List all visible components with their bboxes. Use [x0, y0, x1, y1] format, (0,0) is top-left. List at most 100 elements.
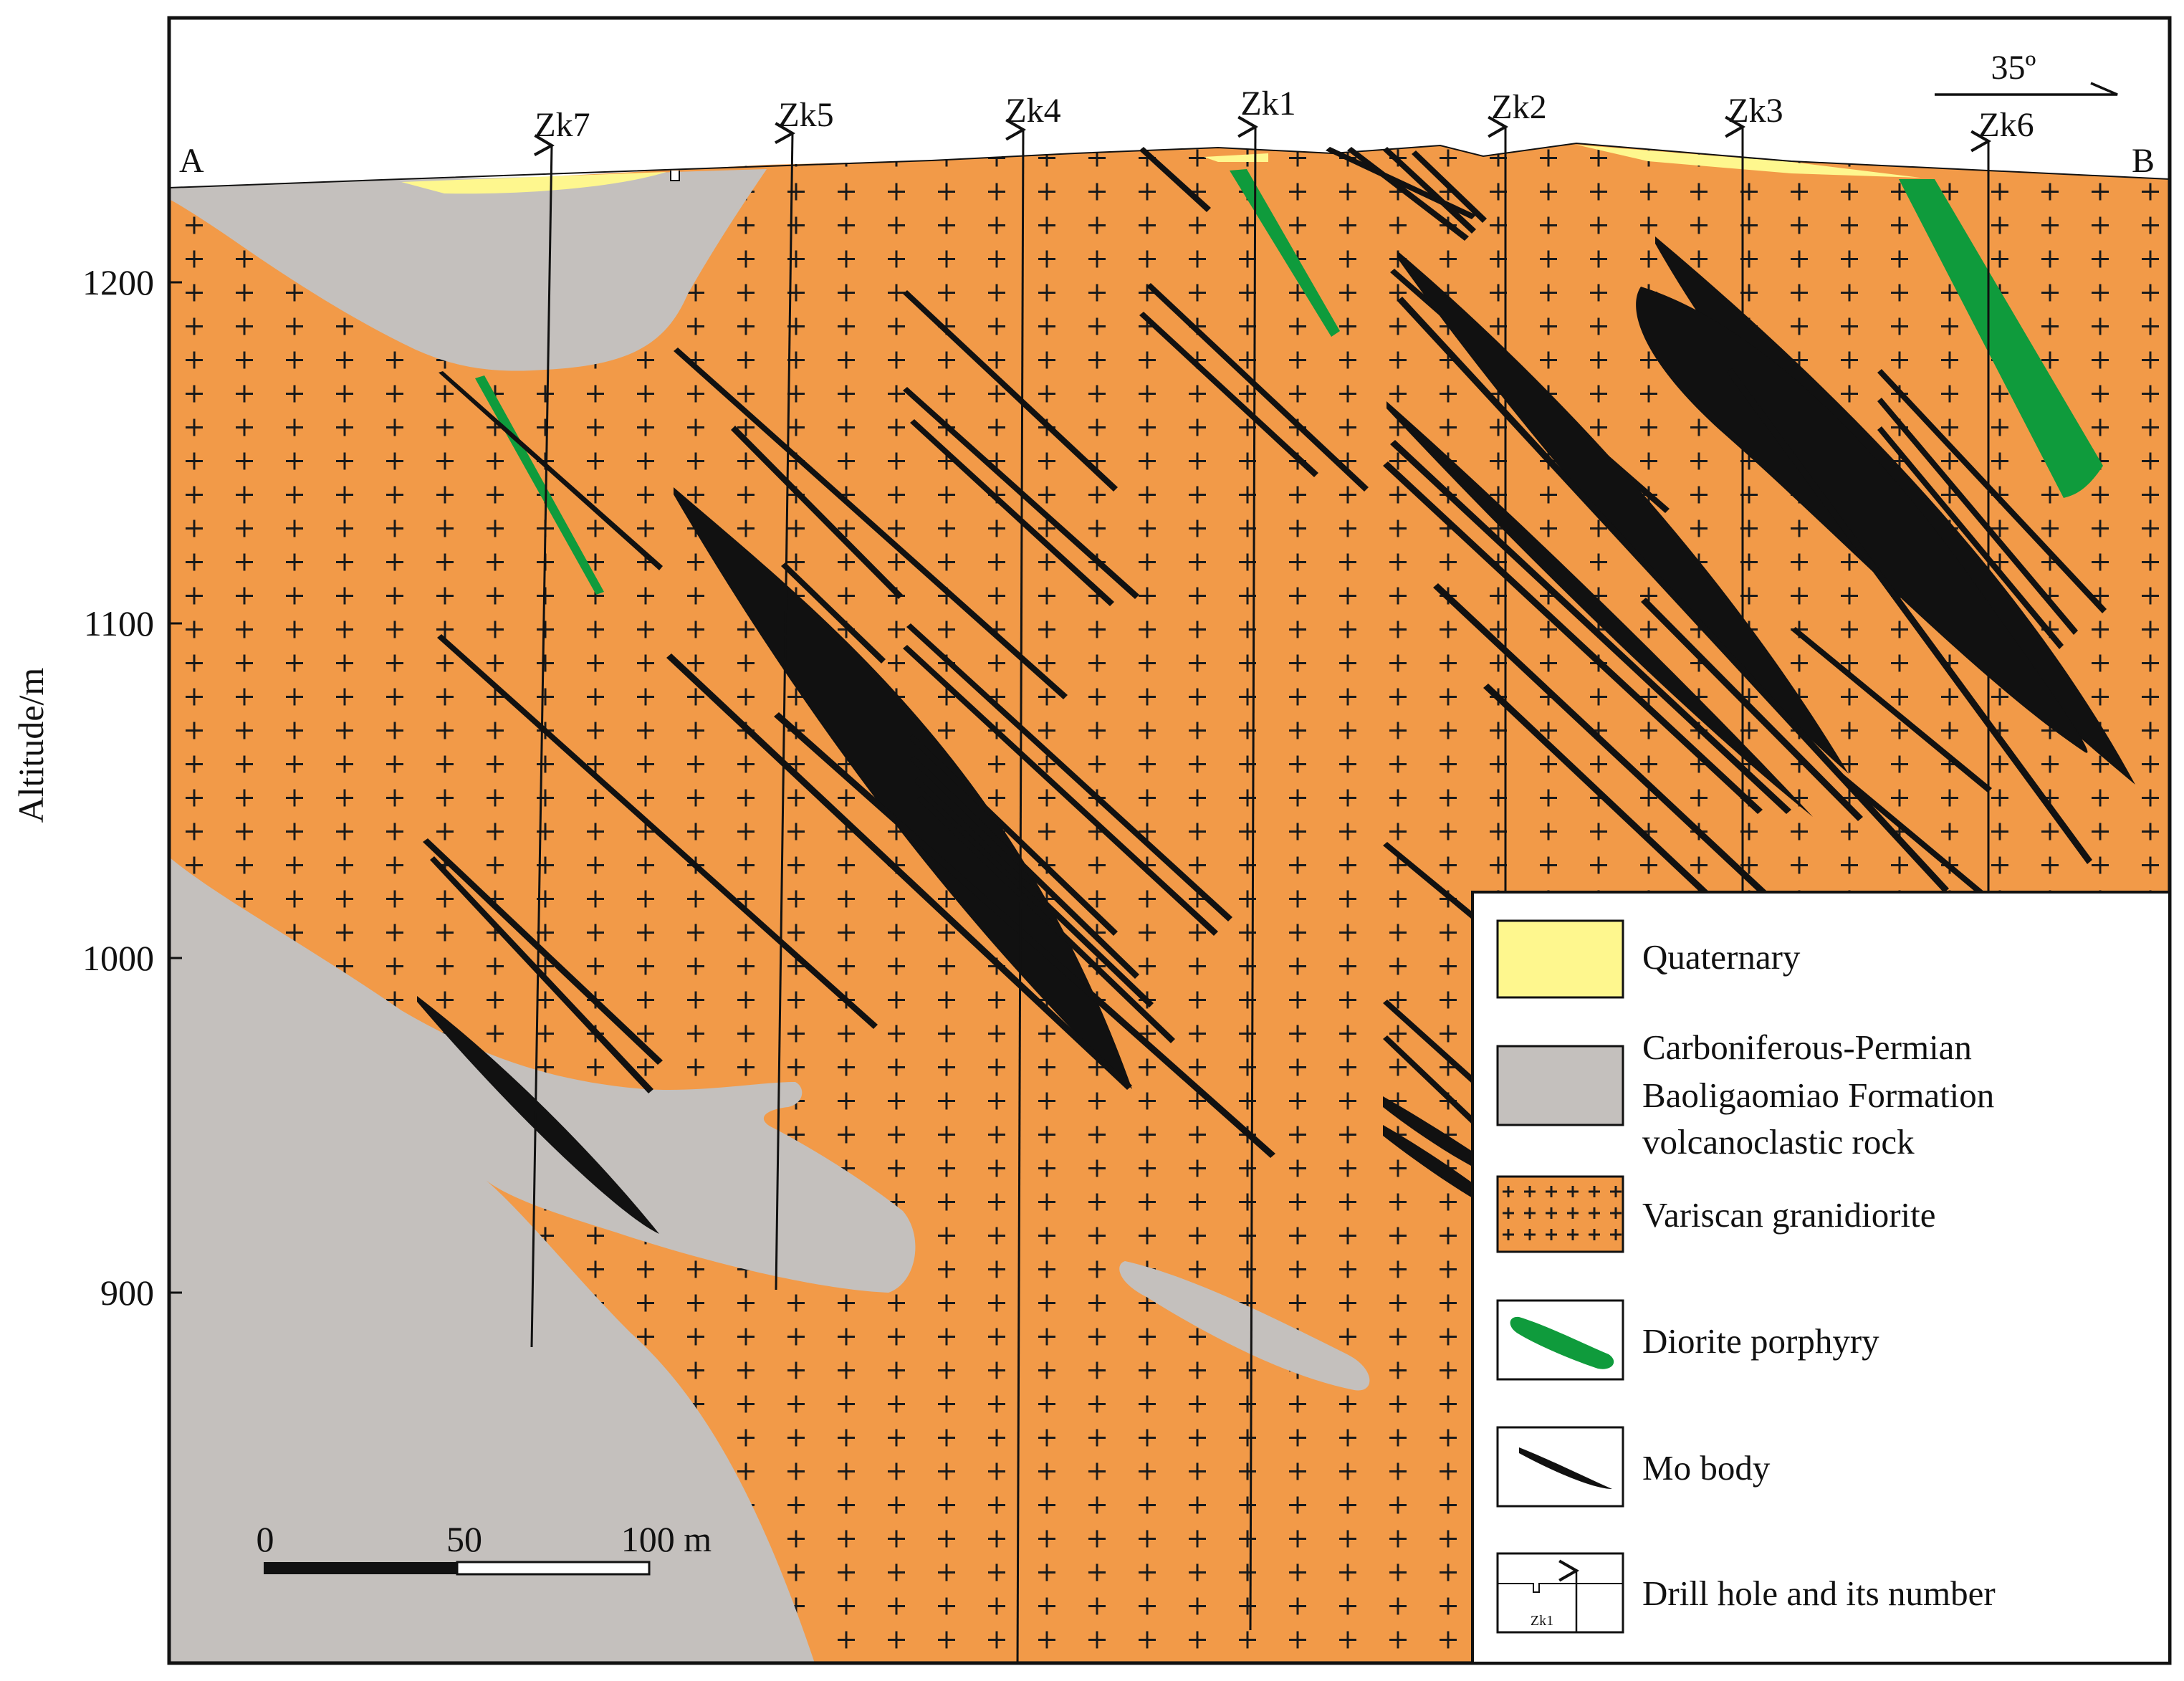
mo-body — [417, 996, 659, 1234]
topographic-notch — [670, 171, 680, 181]
drill-hole-label-zk7: Zk7 — [535, 106, 590, 144]
section-end-a: A — [179, 142, 204, 180]
drill-hole-label-zk6: Zk6 — [1978, 106, 2034, 144]
mo-body — [437, 634, 878, 1029]
legend-item-volcanoclastic: Carboniferous-Permian Baoligaomiao Forma… — [1496, 1028, 1994, 1162]
scale-bar-black-segment — [264, 1562, 457, 1574]
azimuth-arrow: 35º — [1935, 49, 2118, 96]
mo-body — [1397, 251, 1849, 774]
legend-label-quaternary: Quaternary — [1642, 937, 1801, 977]
scale-bar-white-segment — [456, 1561, 651, 1576]
drill-hole-label-zk4: Zk4 — [1005, 92, 1060, 130]
mo-body — [1386, 401, 1813, 817]
section-end-b: B — [2132, 142, 2155, 180]
mo-body — [917, 795, 1175, 1043]
legend-swatch-drill-hole — [1496, 1552, 1624, 1634]
drill-hole-label-zk5: Zk5 — [778, 96, 833, 134]
mo-body — [423, 838, 663, 1065]
mo-body — [430, 856, 653, 1093]
legend-label-mo-body: Mo body — [1642, 1448, 1771, 1488]
legend: Quaternary Carboniferous-Permian Baoliga… — [1471, 891, 2171, 1665]
diorite-dyke-zk6 — [1899, 179, 2103, 498]
mo-body — [910, 419, 1114, 606]
mo-body — [909, 734, 1118, 936]
mo-body — [1877, 426, 2064, 649]
quaternary-cover-zk1 — [1204, 153, 1268, 162]
tick-label-1200: 1200 — [82, 262, 154, 302]
azimuth-label: 35º — [1991, 49, 2036, 87]
legend-label-volcanoclastic-line2: Baoligaomiao Formation — [1642, 1076, 1994, 1115]
legend-item-drill-hole: Zk1 Drill hole and its number — [1496, 1552, 1996, 1634]
drill-hole-label-zk1: Zk1 — [1240, 85, 1295, 123]
tick-label-1000: 1000 — [82, 938, 154, 978]
mo-body — [903, 645, 1218, 936]
scale-label-0: 0 — [257, 1519, 274, 1559]
mo-body — [781, 562, 886, 664]
tick-label-1100: 1100 — [84, 603, 154, 643]
legend-box — [1471, 891, 2171, 1665]
legend-label-diorite-porphyry: Diorite porphyry — [1642, 1321, 1879, 1361]
legend-item-mo-body: Mo body — [1496, 1426, 1771, 1508]
mo-body — [1877, 369, 2107, 613]
drill-hole-zk4 — [1017, 130, 1023, 1663]
mo-body — [906, 623, 1232, 921]
mo-body — [1641, 598, 1863, 821]
quaternary-cover-zk3 — [1576, 145, 1920, 178]
drill-hole-label-zk2: Zk2 — [1491, 88, 1546, 126]
mo-body — [1139, 312, 1318, 477]
azimuth-arrow-line — [1935, 82, 2118, 96]
legend-item-quaternary: Quaternary — [1496, 919, 1801, 999]
volcanoclastic-lens — [1119, 1261, 1370, 1391]
legend-symbol-mo-body — [1519, 1447, 1612, 1489]
mo-body — [1347, 147, 1469, 241]
drill-hole-label-zk3: Zk3 — [1728, 92, 1783, 130]
mo-body — [1412, 150, 1487, 223]
scale-label-50: 50 — [446, 1519, 482, 1559]
mo-body — [903, 290, 1118, 492]
mo-body — [1397, 297, 1949, 893]
mo-body — [1146, 283, 1369, 492]
legend-symbol-ground-surface — [1498, 1583, 1623, 1593]
section-frame — [167, 16, 2172, 1665]
legend-symbol-hole-number: Zk1 — [1531, 1613, 1553, 1629]
mo-body — [1139, 147, 1211, 212]
legend-label-volcanoclastic-line1: Carboniferous-Permian — [1642, 1028, 1972, 1067]
legend-swatch-quaternary — [1496, 919, 1624, 999]
topographic-surface — [169, 142, 2170, 188]
legend-swatch-volcanoclastic — [1496, 1045, 1624, 1126]
scale-label-100: 100 m — [621, 1519, 712, 1559]
legend-item-diorite-porphyry: Diorite porphyry — [1496, 1299, 1879, 1381]
diorite-dyke-zk1 — [1230, 169, 1340, 337]
mo-body — [914, 777, 1154, 1007]
mo-body — [1433, 583, 1856, 979]
quaternary-cover-zk7 — [401, 172, 666, 194]
axis-ticks — [169, 281, 182, 1294]
mo-body — [1791, 627, 1992, 792]
legend-label-granodiorite: Variscan granidiorite — [1642, 1195, 1936, 1235]
drill-hole-zk1 — [1250, 127, 1255, 1631]
mo-body — [731, 426, 903, 599]
volcanoclastic-upper-unit — [169, 169, 767, 371]
tick-label-900: 900 — [100, 1273, 154, 1313]
drill-hole-traces — [530, 127, 1988, 1663]
legend-label-volcanoclastic-line3: volcanoclastic rock — [1642, 1122, 1915, 1162]
axis-title: Altitude/m — [11, 668, 51, 823]
drill-hole-zk7 — [530, 145, 552, 1348]
drill-hole-zk5 — [776, 133, 792, 1290]
mo-body — [1877, 398, 2078, 635]
mo-body — [1383, 147, 1476, 234]
volcanoclastic-lower-unit — [169, 857, 916, 1663]
scale-bar: 0 50 100 m — [257, 1519, 712, 1576]
legend-label-drill-hole: Drill hole and its number — [1642, 1574, 1996, 1613]
mo-body — [439, 371, 663, 570]
mo-body — [1636, 287, 2088, 753]
mo-body — [774, 712, 1275, 1158]
mo-body — [1390, 440, 1791, 814]
mo-body — [674, 487, 1132, 1089]
mo-body — [1727, 368, 2092, 864]
altitude-axis: Altitude/m 1200 1100 1000 900 — [11, 262, 182, 1313]
mo-body — [674, 348, 1068, 699]
legend-item-granodiorite: Variscan granidiorite — [1496, 1175, 1936, 1253]
drill-hole-labels: Zk7 Zk5 Zk4 Zk1 Zk2 Zk3 Zk6 — [535, 85, 2034, 144]
